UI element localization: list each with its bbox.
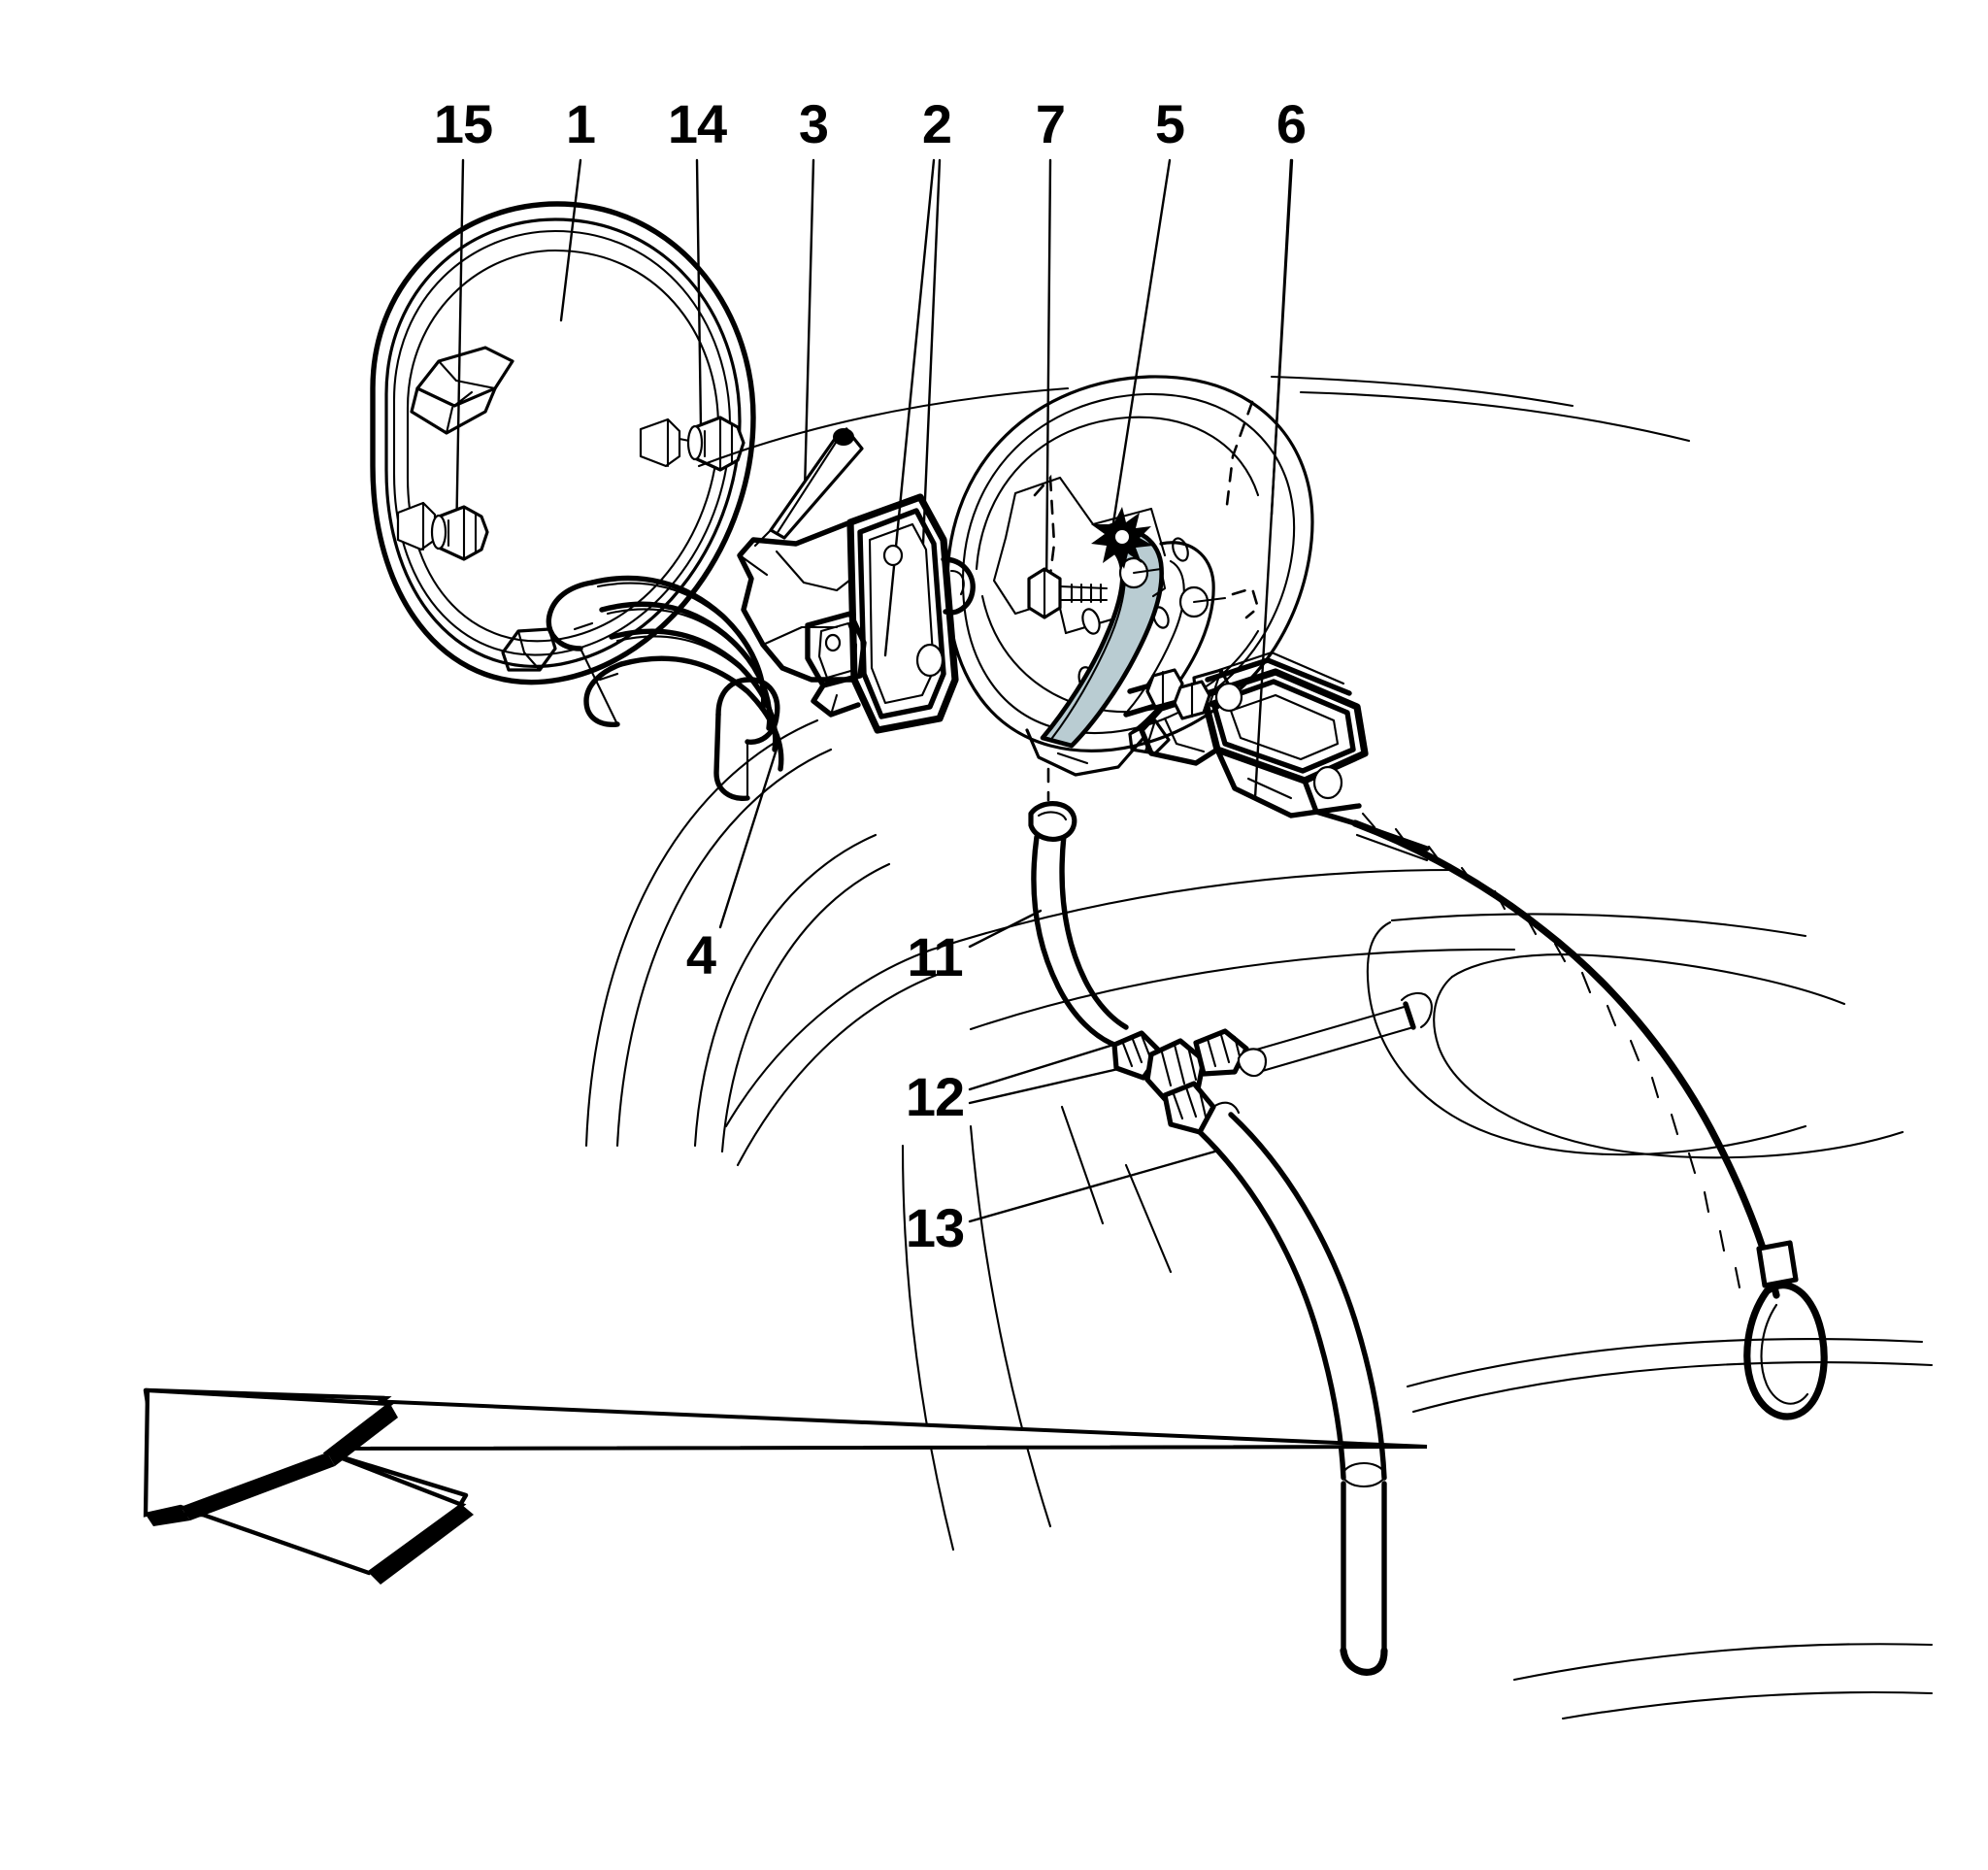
hinge-rod	[753, 427, 864, 548]
vehicle-body-outline	[584, 375, 1934, 1720]
lock-actuator-assembly	[1123, 651, 1430, 862]
callout-5[interactable]: 5	[1154, 93, 1185, 154]
callout-15[interactable]: 15	[433, 93, 493, 154]
callout-7[interactable]: 7	[1035, 93, 1066, 154]
hose-t-connector	[1111, 991, 1433, 1135]
callout-13[interactable]: 13	[905, 1197, 965, 1258]
callout-3[interactable]: 3	[798, 93, 829, 154]
leader-lines-lower	[718, 738, 1220, 1223]
arrow-final	[143, 1387, 474, 1585]
emergency-release-cable	[1351, 812, 1828, 1420]
callout-2[interactable]: 2	[921, 93, 952, 154]
callout-1[interactable]: 1	[565, 93, 596, 154]
star-washer	[1091, 507, 1153, 569]
fixing-screw	[1027, 567, 1109, 619]
callout-4[interactable]: 4	[685, 924, 716, 985]
door-seal-gasket	[546, 575, 784, 801]
callout-14[interactable]: 14	[667, 93, 727, 154]
hinge-bracket-plate	[737, 493, 976, 734]
lower-drain-hose	[1197, 1101, 1388, 1676]
upper-drain-hose	[1028, 767, 1129, 1048]
callout-11[interactable]: 11	[907, 926, 963, 987]
direction-arrow	[143, 1387, 1428, 1585]
callout-6[interactable]: 6	[1276, 93, 1307, 154]
door-retaining-clips	[430, 416, 746, 561]
callout-12[interactable]: 12	[905, 1066, 965, 1127]
